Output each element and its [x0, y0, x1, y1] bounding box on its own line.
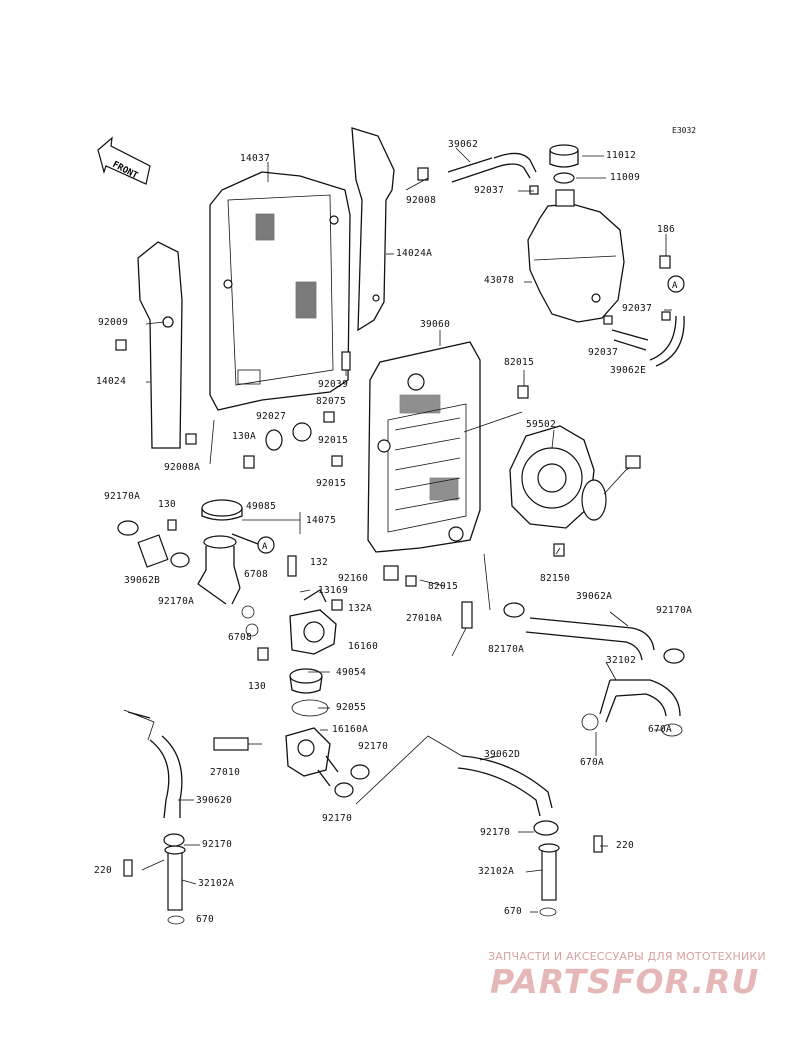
side-panel-right — [351, 127, 395, 332]
part-label: 670 — [504, 906, 523, 917]
marker-a-2: A — [667, 275, 685, 293]
part-label: 43078 — [484, 275, 515, 286]
part-label: 82150 — [540, 573, 571, 584]
hose-390620-left — [123, 709, 183, 819]
pipe-32102 — [581, 679, 683, 737]
overflow-hose — [447, 152, 537, 183]
part-label: 59502 — [526, 419, 557, 430]
part-label: 220 — [616, 840, 635, 851]
part-label: 13169 — [318, 585, 349, 596]
part-label: 27010A — [406, 613, 443, 624]
part-label: 92037 — [622, 303, 653, 314]
part-label: 49054 — [336, 667, 367, 678]
part-label: 390620 — [196, 795, 233, 806]
hose-clamps — [117, 520, 685, 798]
part-label: 32102A — [478, 866, 515, 877]
part-label: 11012 — [606, 150, 637, 161]
filler-neck — [197, 499, 259, 605]
radiator-shroud — [209, 171, 351, 411]
part-label: 14024 — [96, 376, 127, 387]
part-label: 92008A — [164, 462, 201, 473]
part-label: 16160A — [332, 724, 369, 735]
front-arrow-icon: FRONT — [97, 136, 151, 185]
part-label: 92039 — [318, 379, 349, 390]
part-label: 6708 — [244, 569, 269, 580]
part-label: 670 — [196, 914, 215, 925]
part-label: 670A — [648, 724, 673, 735]
part-label: 130 — [248, 681, 267, 692]
reservoir-cap — [549, 144, 579, 184]
diagram-code: E3032 — [672, 126, 697, 135]
part-label: 92008 — [406, 195, 437, 206]
part-label: 92037 — [474, 185, 505, 196]
part-label: 39062B — [124, 575, 161, 586]
cooling-fan — [509, 425, 641, 529]
part-label: 11009 — [610, 172, 641, 183]
part-label: 92170 — [322, 813, 353, 824]
part-label: 130 — [158, 499, 177, 510]
fasteners — [115, 167, 671, 877]
part-label: 670A — [580, 757, 605, 768]
part-label: 32102A — [198, 878, 235, 889]
marker-a-1: A — [257, 536, 275, 554]
part-label: 92037 — [588, 347, 619, 358]
part-label: 39062A — [576, 591, 613, 602]
part-label: 49085 — [246, 501, 277, 512]
part-label: 92015 — [316, 478, 347, 489]
part-label: 92027 — [256, 411, 287, 422]
temp-sensor — [213, 737, 262, 751]
part-label: 39062 — [448, 139, 479, 150]
part-label: 14024A — [396, 248, 433, 259]
part-label: 39060 — [420, 319, 451, 330]
part-label: 92055 — [336, 702, 367, 713]
part-label: 27010 — [210, 767, 241, 778]
thermostat-cover — [285, 727, 339, 787]
watermark-logo: PARTSFOR.RU — [490, 962, 760, 1001]
tank-hose — [611, 315, 685, 367]
part-label: 130A — [232, 431, 257, 442]
part-label: 92170 — [358, 741, 389, 752]
part-label: 39062D — [484, 749, 521, 760]
hose-39062d — [355, 735, 553, 817]
part-label: 92160 — [338, 573, 369, 584]
part-label: 132A — [348, 603, 373, 614]
part-label: 92170A — [656, 605, 693, 616]
reservoir-tank — [527, 189, 625, 323]
marker-a-1-label: A — [262, 542, 268, 552]
pipe-32102a-right — [533, 820, 560, 917]
part-label: 82075 — [316, 396, 347, 407]
pipe-32102a-left — [163, 833, 186, 925]
side-panel-left — [137, 241, 183, 449]
part-label: 92170A — [158, 596, 195, 607]
hose-39062a — [525, 617, 655, 661]
part-label: 82015 — [428, 581, 459, 592]
part-label: 92170 — [202, 839, 233, 850]
part-label: 186 — [657, 224, 676, 235]
part-label: 220 — [94, 865, 113, 876]
part-label: 16160 — [348, 641, 379, 652]
part-label: 32102 — [606, 655, 637, 666]
part-label: 92170A — [104, 491, 141, 502]
part-label: 92009 — [98, 317, 129, 328]
part-label: 82015 — [504, 357, 535, 368]
part-label: 14037 — [240, 153, 271, 164]
part-label: 14075 — [306, 515, 337, 526]
part-label: 39062E — [610, 365, 647, 376]
watermark-subtitle: ЗАПЧАСТИ И АКСЕССУАРЫ ДЛЯ МОТОТЕХНИКИ — [488, 950, 766, 963]
part-label: 6708 — [228, 632, 253, 643]
hose-39062b — [137, 534, 169, 568]
radiator — [367, 341, 481, 553]
leader-lines — [141, 147, 672, 913]
part-label: 82170A — [488, 644, 525, 655]
part-label: 92015 — [318, 435, 349, 446]
part-label: 92170 — [480, 827, 511, 838]
part-label: 132 — [310, 557, 329, 568]
thermostat-housing — [289, 589, 337, 717]
fan-switch — [451, 601, 473, 657]
marker-a-2-label: A — [672, 281, 678, 291]
